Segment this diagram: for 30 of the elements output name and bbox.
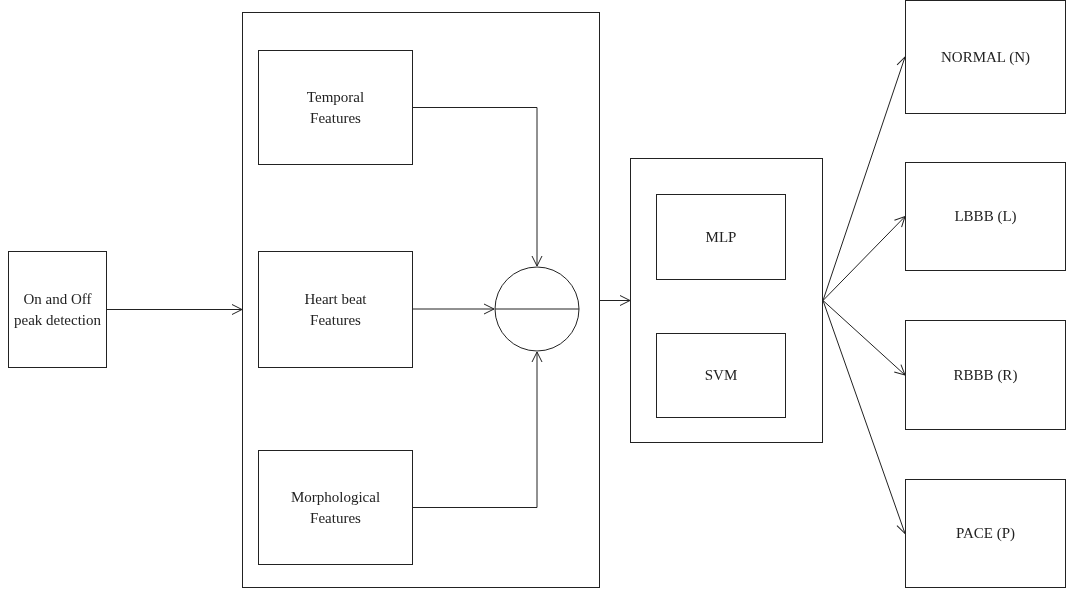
arrow [822, 300, 907, 534]
process-box [656, 333, 786, 418]
container-box [630, 158, 823, 443]
arrow [822, 216, 906, 301]
box-label: SVM [704, 366, 738, 386]
process-box [258, 251, 413, 368]
box-label: LBBB (L) [954, 207, 1017, 227]
arrow [412, 107, 543, 267]
box-label: On and Off peak detection [12, 290, 102, 330]
process-box [905, 162, 1066, 271]
process-box [905, 320, 1066, 430]
box-label: NORMAL (N) [941, 47, 1030, 67]
process-box [905, 479, 1066, 588]
process-box [258, 50, 413, 165]
arrow [106, 304, 243, 315]
arrow [412, 303, 495, 315]
box-label: PACE (P) [955, 524, 1016, 544]
box-label: RBBB (R) [953, 365, 1018, 385]
process-box [905, 0, 1066, 114]
arrow [599, 295, 631, 306]
process-box [656, 194, 786, 280]
arrow [412, 351, 543, 508]
container-box [242, 12, 600, 588]
process-box [258, 450, 413, 565]
box-label: Heart beat Features [303, 290, 368, 330]
box-label: Temporal Features [305, 88, 366, 128]
box-label: MLP [705, 227, 737, 247]
arrow [822, 300, 906, 376]
box-label: Morphological Features [289, 488, 382, 528]
process-box [8, 251, 107, 368]
